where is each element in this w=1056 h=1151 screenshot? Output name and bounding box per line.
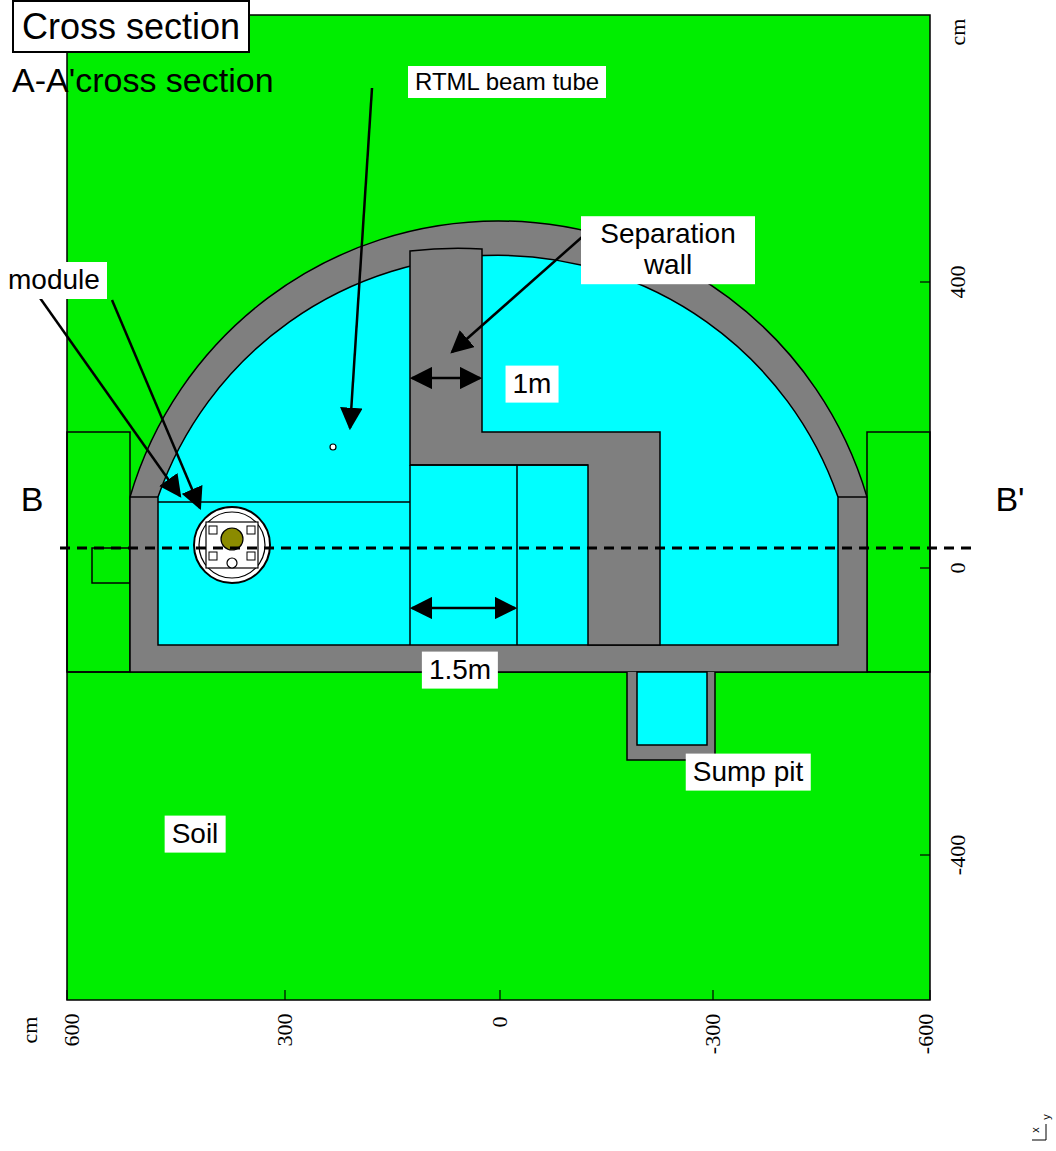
- axis-tick: 600: [60, 1014, 84, 1047]
- dimension: 1.5m: [422, 652, 498, 689]
- section-line: [60, 547, 975, 550]
- section-mark: B': [995, 481, 1024, 518]
- axis-tick: -600: [914, 1014, 938, 1054]
- section-mark: B: [21, 481, 44, 518]
- soil-region: [67, 15, 930, 1000]
- side-block: [67, 432, 130, 672]
- axis-letter: y: [1040, 1114, 1052, 1120]
- part-name: Soil: [165, 816, 226, 853]
- small-duct: [92, 548, 130, 583]
- axis-unit: cm: [946, 19, 970, 46]
- axis-tick: 400: [946, 266, 970, 299]
- dimension: 1m: [506, 366, 559, 403]
- title-box: Cross section: [12, 0, 250, 53]
- axis-tick: 0: [488, 1017, 512, 1028]
- axis-letter: x: [1029, 1127, 1041, 1133]
- part-name: module: [1, 262, 107, 299]
- separation-wall: [410, 248, 660, 645]
- axis-tick: -400: [946, 835, 970, 875]
- axis-tick: -300: [701, 1014, 725, 1054]
- section-title: A-A'cross section: [12, 62, 274, 99]
- axis-tick: 300: [273, 1014, 297, 1047]
- part-name: Separation wall: [581, 216, 755, 284]
- part-name: Sump pit: [686, 754, 811, 791]
- axis-tick: 0: [946, 563, 970, 574]
- axis-unit: cm: [18, 1017, 42, 1044]
- part-name: RTML beam tube: [408, 66, 606, 98]
- module-figure: [194, 507, 270, 583]
- tunnel-concrete: [130, 221, 867, 672]
- sump-pit: [627, 672, 715, 760]
- side-block: [867, 432, 930, 672]
- beam-tube: [330, 444, 336, 450]
